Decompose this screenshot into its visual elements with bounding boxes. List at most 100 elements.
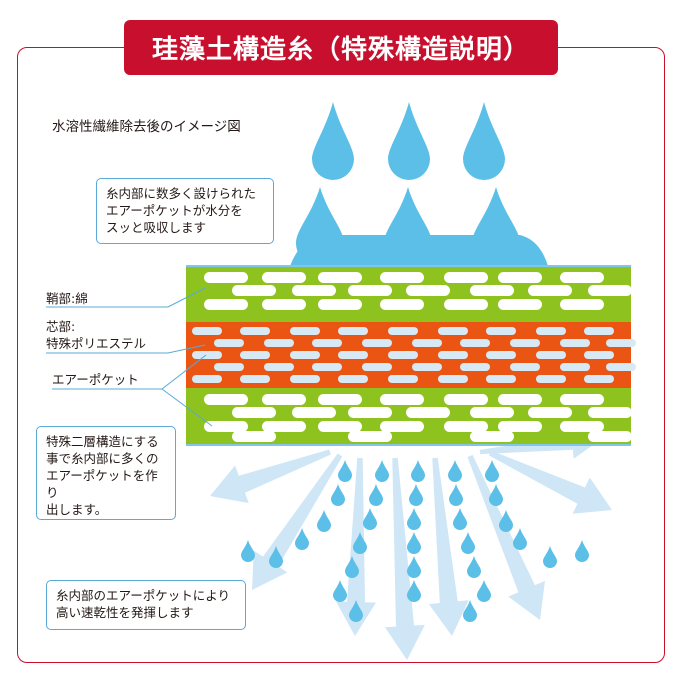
air-pocket [470, 407, 514, 418]
air-pocket [412, 339, 442, 347]
callout-structure: 特殊二層構造にする 事で糸内部に多くの エアーポケットを作り 出します。 [36, 426, 176, 520]
evaporation-arrow-icon [428, 457, 469, 636]
air-pocket [460, 363, 490, 371]
air-pocket [606, 363, 636, 371]
air-pocket [192, 375, 222, 383]
water-drop-icon [363, 508, 377, 530]
water-drop-icon [449, 484, 463, 506]
air-pocket [528, 285, 572, 296]
air-pocket [264, 339, 294, 347]
air-pocket [444, 272, 488, 283]
air-pocket [240, 351, 270, 359]
air-pocket [498, 272, 542, 283]
air-pocket [264, 363, 294, 371]
water-drop-icon [467, 556, 481, 578]
label-sheath: 鞘部:綿 [46, 291, 88, 306]
air-pocket [240, 375, 270, 383]
air-pocket [406, 407, 450, 418]
water-drop-icon [499, 510, 513, 532]
water-drop-icon [333, 580, 347, 602]
water-film [290, 235, 548, 266]
air-pocket [338, 375, 368, 383]
water-drop-icon [513, 528, 527, 550]
air-pocket [380, 272, 424, 283]
air-pocket [498, 299, 542, 310]
label-core: 芯部: 特殊ポリエステル [46, 319, 147, 351]
water-drop-icon [448, 460, 462, 482]
air-pockets [192, 272, 636, 442]
air-pocket [362, 363, 392, 371]
air-pocket [498, 421, 542, 432]
air-pocket [262, 272, 306, 283]
water-drop-icon [295, 528, 309, 550]
air-pocket [232, 285, 276, 296]
leader-core [46, 344, 206, 354]
air-pocket [606, 339, 636, 347]
air-pocket [204, 272, 248, 283]
water-drop-icon [411, 460, 425, 482]
water-drop-icon [461, 532, 475, 554]
water-drop-icon [407, 556, 421, 578]
air-pocket [292, 285, 336, 296]
air-pocket [380, 299, 424, 310]
evaporation-arrow-icon [488, 450, 612, 514]
air-pocket [388, 351, 418, 359]
water-drop-icon [369, 484, 383, 506]
air-pocket [262, 421, 306, 432]
water-drop-icon [463, 600, 477, 622]
air-pocket [290, 351, 320, 359]
air-pocket [262, 299, 306, 310]
air-pocket [444, 421, 488, 432]
air-pocket [240, 327, 270, 335]
air-pocket [438, 375, 468, 383]
air-pocket [388, 375, 418, 383]
bottom-water-drops [241, 460, 589, 622]
air-pocket [192, 351, 222, 359]
air-pocket [584, 327, 614, 335]
air-pocket [536, 327, 566, 335]
air-pocket [292, 407, 336, 418]
air-pocket [438, 351, 468, 359]
water-drop-icon [407, 508, 421, 530]
air-pocket [388, 327, 418, 335]
leader-sheath [46, 287, 206, 308]
callout-absorb: 糸内部に数多く設けられた エアーポケットが水分を スッと吸収します [96, 178, 274, 244]
air-pocket [588, 431, 632, 442]
leader-lines [46, 287, 213, 427]
air-pocket [584, 375, 614, 383]
air-pocket [560, 363, 590, 371]
leader-pocket-2 [161, 388, 213, 427]
air-pocket [470, 431, 514, 442]
air-pocket [348, 407, 392, 418]
air-pocket [444, 394, 488, 405]
evaporation-arrow-icon [467, 454, 545, 620]
evaporation-arrow-icon [385, 457, 425, 660]
water-drop-icon [575, 540, 589, 562]
air-pocket [262, 394, 306, 405]
water-drop-icon [338, 460, 352, 482]
air-pocket [536, 351, 566, 359]
air-pocket [486, 375, 516, 383]
air-pocket [312, 363, 342, 371]
air-pocket [486, 327, 516, 335]
air-pocket [588, 285, 632, 296]
air-pocket [380, 421, 424, 432]
air-pocket [290, 327, 320, 335]
label-air-pocket: エアーポケット [52, 372, 139, 387]
air-pocket [318, 299, 362, 310]
water-drop-icon [489, 484, 503, 506]
air-pocket [536, 375, 566, 383]
air-pocket [204, 299, 248, 310]
air-pocket [560, 272, 604, 283]
air-pocket [232, 431, 276, 442]
air-pocket [290, 375, 320, 383]
water-drop-icon [388, 102, 430, 180]
water-drop-icon [349, 600, 363, 622]
air-pocket [560, 299, 604, 310]
water-drop-icon [312, 102, 354, 180]
air-pocket [318, 272, 362, 283]
water-drop-icon [485, 460, 499, 482]
water-drop-icon [331, 484, 345, 506]
air-pocket [560, 394, 604, 405]
